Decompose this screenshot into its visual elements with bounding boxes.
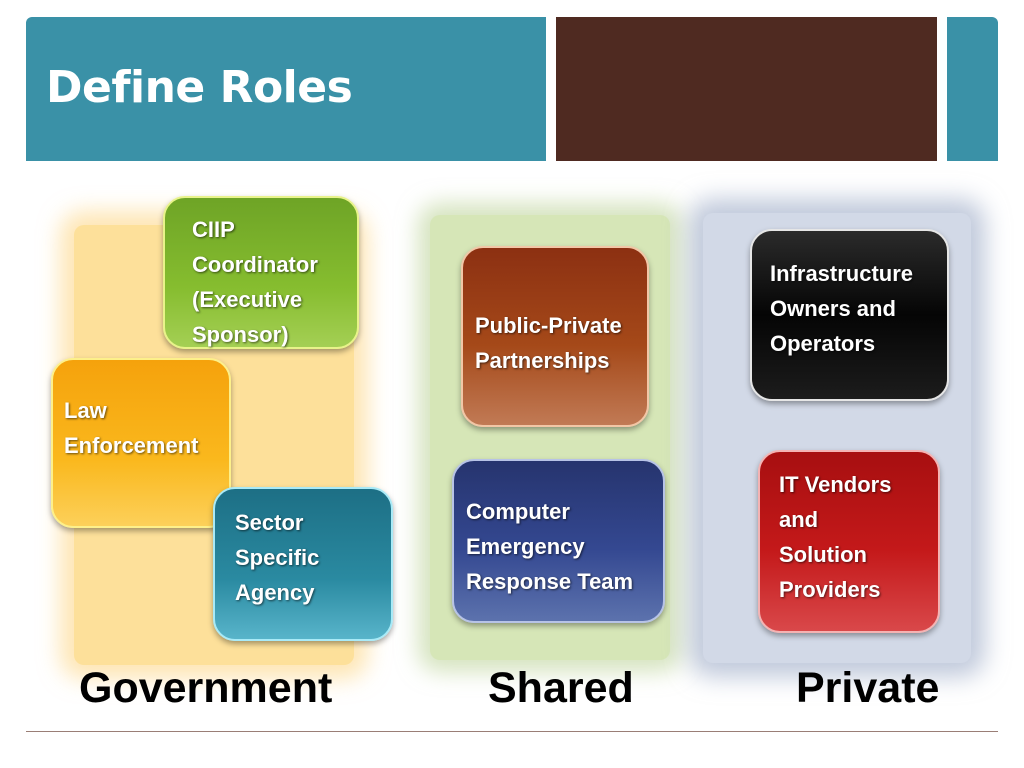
cert-box: Computer Emergency Response Team	[452, 459, 665, 623]
sector-specific-agency-box: Sector Specific Agency	[213, 487, 393, 641]
public-private-partnerships-box: Public-Private Partnerships	[461, 246, 649, 427]
ciip-coordinator-box: CIIP Coordinator (Executive Sponsor)	[163, 196, 359, 349]
sector-specific-agency-label: Sector Specific Agency	[235, 510, 320, 605]
ciip-coordinator-label: CIIP Coordinator (Executive Sponsor)	[192, 217, 318, 347]
infrastructure-owners-label: Infrastructure Owners and Operators	[770, 261, 914, 356]
shared-label: Shared	[488, 664, 634, 712]
it-vendors-box: IT Vendors and Solution Providers	[758, 450, 940, 633]
cert-label: Computer Emergency Response Team	[466, 499, 634, 594]
private-label: Private	[796, 664, 940, 712]
header-bar-brown	[556, 17, 937, 161]
public-private-partnerships-label: Public-Private Partnerships	[475, 313, 622, 373]
law-enforcement-box: Law Enforcement	[51, 358, 231, 528]
footer-divider	[26, 731, 998, 732]
it-vendors-label: IT Vendors and Solution Providers	[779, 472, 892, 602]
header-bar-teal	[26, 17, 546, 161]
government-label: Government	[79, 664, 333, 712]
infrastructure-owners-box: Infrastructure Owners and Operators	[750, 229, 949, 401]
slide-title: Define Roles	[46, 62, 353, 113]
law-enforcement-label: Law Enforcement	[64, 398, 199, 458]
header-bar-teal-right	[947, 17, 998, 161]
